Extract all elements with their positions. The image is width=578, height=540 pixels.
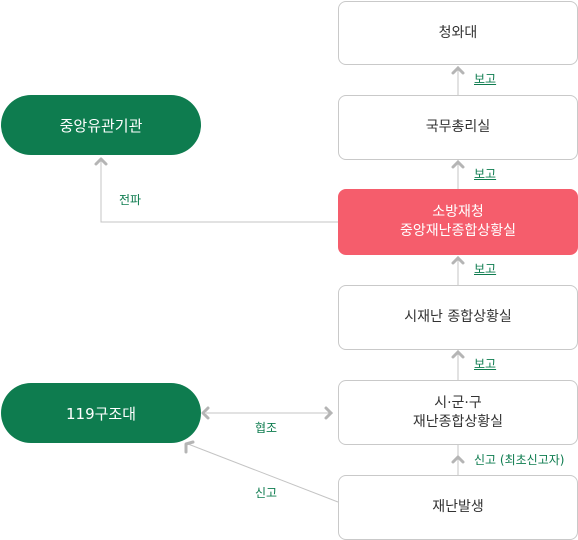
edge-label-report: 보고 [474, 357, 497, 371]
node-disaster-occurrence: 재난발생 [338, 475, 578, 540]
edge-label-first-report: 신고 (최초신고자) [474, 453, 565, 467]
node-label: 시재난 종합상황실 [404, 309, 512, 325]
node-district-situation-room: 시·군·구 재난종합상황실 [338, 380, 578, 445]
edge-label-report: 보고 [474, 167, 497, 181]
edge-label-cooperation: 협조 [255, 421, 278, 435]
arrowhead-up-icon [451, 455, 465, 464]
node-label-line1: 소방재청 [432, 204, 484, 220]
arrowhead-up-icon [451, 66, 465, 75]
node-label: 중앙유관기관 [59, 116, 143, 135]
node-label-line2: 중앙재난종합상황실 [400, 223, 516, 239]
arrowhead-right-icon [324, 406, 333, 420]
edge-label-spread: 전파 [119, 193, 142, 207]
edge-label-declare: 신고 [255, 486, 278, 500]
arrowhead-up-icon [94, 157, 108, 166]
node-label-line1: 시·군·구 [434, 394, 482, 411]
node-prime-minister-office: 국무총리실 [338, 95, 578, 160]
node-city-situation-room: 시재난 종합상황실 [338, 285, 578, 350]
node-label: 국무총리실 [425, 119, 491, 135]
arrowhead-up-icon [451, 256, 465, 265]
node-119-rescue-team: 119구조대 [1, 383, 201, 443]
edge-label-report: 보고 [474, 72, 497, 86]
node-label: 119구조대 [65, 404, 137, 423]
arrowhead-left-icon [201, 406, 210, 420]
arrowhead-up-icon [451, 350, 465, 359]
node-label-line2: 재난종합상황실 [412, 413, 504, 430]
node-fire-agency-situation-room: 소방재청 중앙재난종합상황실 [338, 189, 578, 255]
node-label: 청와대 [438, 24, 478, 41]
node-central-related-agency: 중앙유관기관 [1, 95, 201, 155]
node-label: 재난발생 [432, 499, 484, 515]
node-cheongwadae: 청와대 [338, 1, 578, 65]
arrowhead-up-icon [451, 160, 465, 169]
edge-label-report: 보고 [474, 262, 497, 276]
arrowhead-diagonal-icon [184, 440, 195, 454]
